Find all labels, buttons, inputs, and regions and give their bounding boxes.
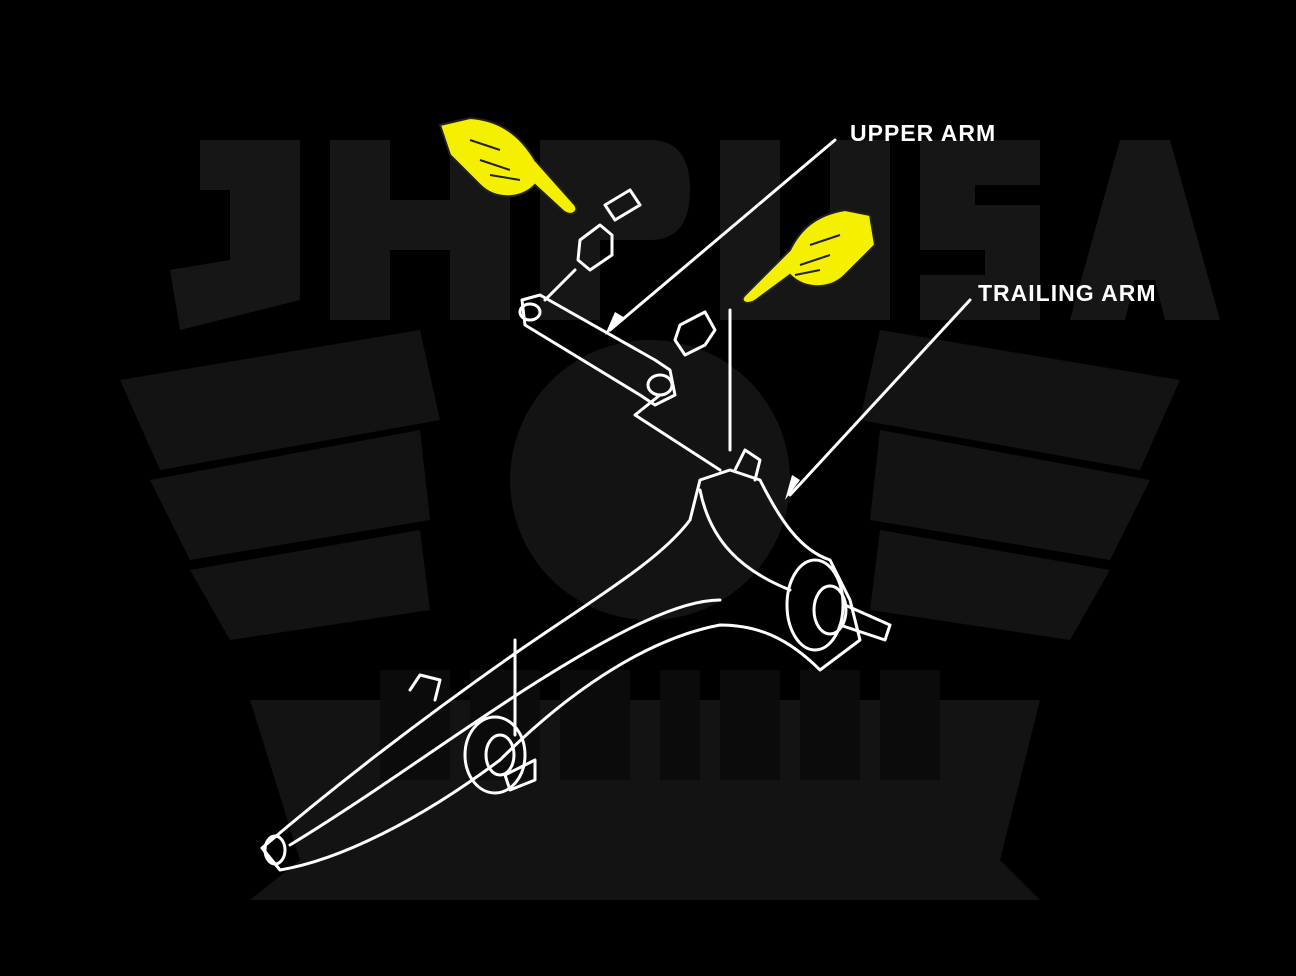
upper-arm-bushing [576, 223, 614, 272]
upper-arm-mount [733, 448, 762, 482]
watermark-wing-right [870, 430, 1150, 560]
watermark-brand-logo [170, 140, 1220, 330]
watermark-wing-left [120, 330, 440, 470]
upper-arm-outline [520, 293, 677, 407]
arm-end-eye [263, 834, 287, 866]
upper-arm-label: UPPER ARM [850, 120, 997, 146]
trailing-arm-outline [260, 468, 862, 872]
watermark-emblem [510, 340, 790, 620]
arrowhead [605, 312, 625, 335]
watermark-wing-right [860, 330, 1180, 470]
stub-axle [838, 603, 892, 642]
hub-flange [785, 558, 845, 652]
brake-bracket [408, 673, 442, 702]
arrowhead [785, 475, 800, 500]
bushing-bracket [503, 758, 537, 792]
upper-arm-leader [608, 138, 837, 332]
upper-arm-bolt [603, 188, 642, 222]
trailing-arm-label: TRAILING ARM [978, 280, 1157, 306]
trailing-arm-bushing [463, 715, 527, 795]
watermark-wing-right [870, 530, 1110, 640]
assembly-line [633, 393, 722, 472]
assembly-line [543, 268, 577, 302]
trailing-arm-web [698, 488, 792, 592]
trailing-arm-inner-line [288, 598, 722, 847]
watermark-wing-left [150, 430, 430, 560]
upper-arm-eye-outer [646, 373, 674, 397]
pointing-hand-icon [438, 116, 578, 215]
hub-center [812, 584, 848, 636]
upper-arm-bushing [673, 310, 717, 357]
trailing-arm-bushing-center [484, 733, 516, 777]
upper-arm-eye-inner [518, 302, 542, 322]
pointing-hand-icon [741, 208, 877, 304]
watermark-wing-left [190, 530, 430, 640]
trailing-arm-leader [788, 298, 972, 497]
